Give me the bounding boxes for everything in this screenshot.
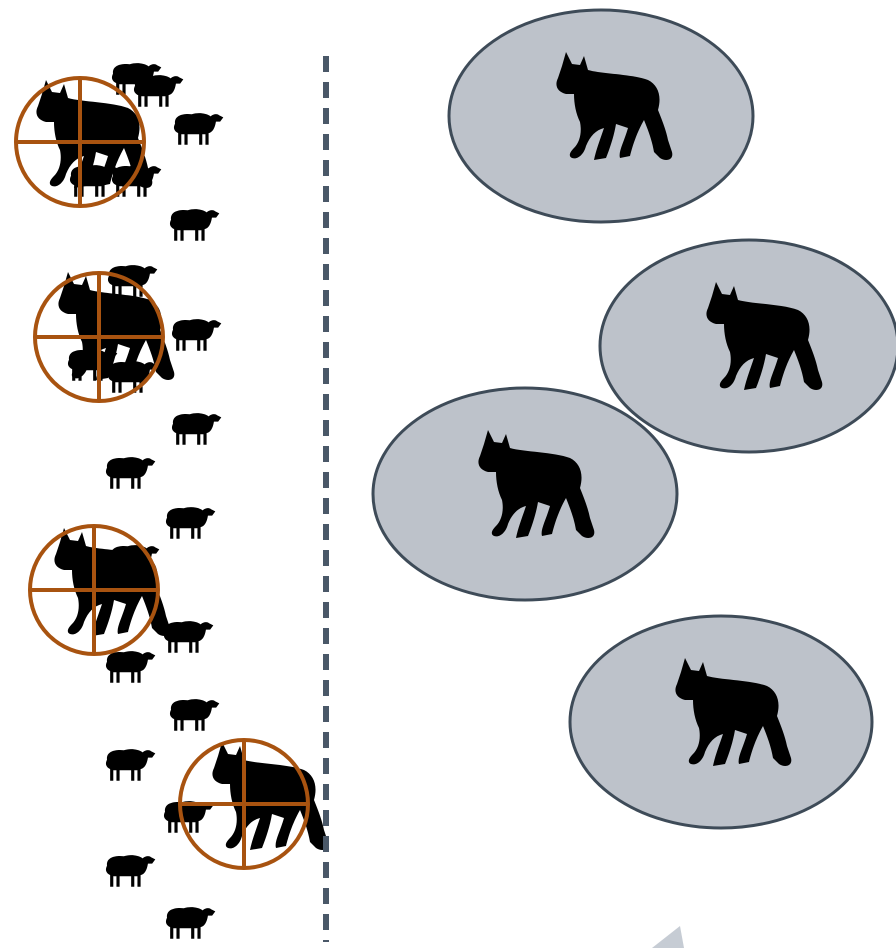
- lynx-icon: [54, 528, 171, 636]
- sheep-icon: [171, 319, 222, 351]
- sheep-icon: [173, 113, 224, 145]
- crosshair-icon: [33, 271, 165, 403]
- sheep-icon: [165, 907, 216, 939]
- sheep-icon: [105, 855, 156, 887]
- sheep-icon: [171, 413, 222, 445]
- sheep-icon: [133, 75, 184, 107]
- sheep-icon: [169, 699, 220, 731]
- crosshair-icon: [178, 738, 310, 870]
- lynx-icon: [212, 742, 329, 850]
- crosshair-icon: [28, 524, 160, 656]
- sheep-icon: [169, 209, 220, 241]
- sheep-icon: [105, 457, 156, 489]
- crosshair-icon: [14, 76, 146, 208]
- sheep-icon: [105, 749, 156, 781]
- sheep-icon: [165, 507, 216, 539]
- sheep-icon: [163, 621, 214, 653]
- sheep-icon: [105, 651, 156, 683]
- arrow-tip-shape: [652, 926, 684, 948]
